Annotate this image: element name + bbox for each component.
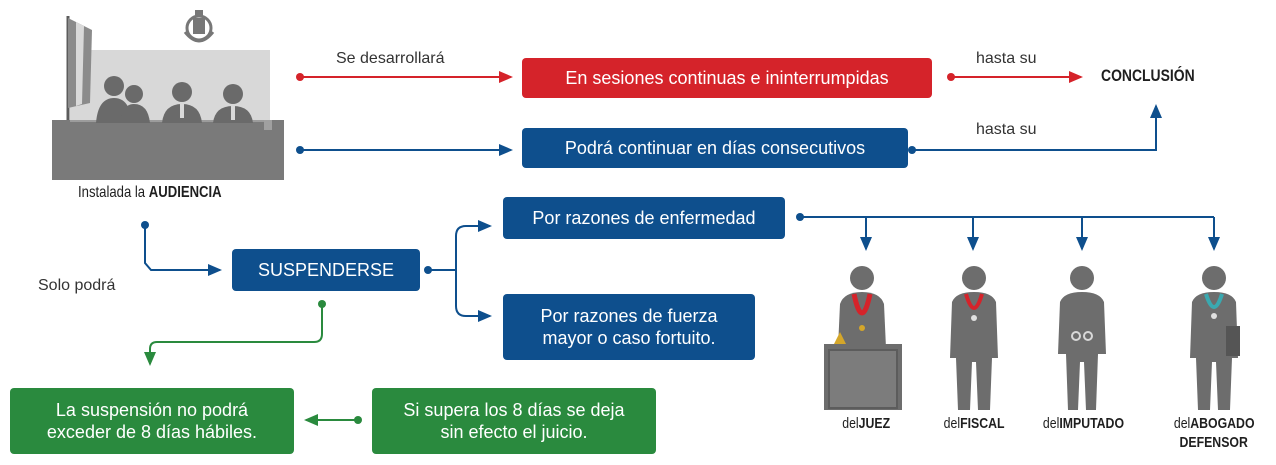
box-suspenderse: SUSPENDERSE: [232, 249, 420, 291]
suspension-limit-line-1: La suspensión no podrá: [55, 400, 249, 420]
role-defendant-label: delIMPUTADO: [1028, 414, 1138, 433]
arrow-to-consecutive-days: [296, 144, 513, 156]
box-suspension-limit: La suspensión no podrá exceder de 8 días…: [10, 388, 294, 454]
box-continuous-sessions: En sesiones continuas e ininterrumpidas: [522, 58, 932, 98]
arrow-to-roles: [796, 213, 1220, 251]
arrow-to-conclusion: [947, 71, 1083, 83]
role-prosecutor-label: delFISCAL: [919, 414, 1029, 433]
arrow-to-limit: [144, 300, 326, 366]
hearing-caption-bold: AUDIENCIA: [148, 184, 222, 201]
judge-silhouette-3: [213, 84, 253, 123]
label-se-desarrollara: Se desarrollará: [336, 50, 445, 67]
role-judge-name: JUEZ: [858, 415, 890, 432]
trial-void-line-1: Si supera los 8 días se deja: [403, 400, 625, 420]
role-prosecutor-prefix: del: [943, 415, 960, 432]
force-majeure-line-1: Por razones de fuerza: [540, 306, 718, 326]
seal-icon: [183, 10, 215, 43]
defendant-figure: [1058, 266, 1106, 410]
role-lawyer-name2: DEFENSOR: [1179, 434, 1249, 451]
bench-shape: [52, 120, 284, 180]
role-lawyer-prefix: del: [1173, 415, 1191, 432]
label-hasta-su-2: hasta su: [976, 121, 1037, 138]
arrow-consecutive-to-conclusion: [908, 104, 1162, 154]
force-majeure-line-2: mayor o caso fortuito.: [542, 328, 716, 348]
role-judge-label: delJUEZ: [811, 414, 921, 433]
hearing-caption: Instalada la AUDIENCIA: [78, 184, 222, 202]
role-judge-prefix: del: [842, 415, 859, 432]
prosecutor-figure: [950, 266, 998, 410]
arrow-void-to-limit: [304, 414, 362, 426]
arrow-to-suspend: [141, 221, 222, 276]
role-lawyer-label: delABOGADO DEFENSOR: [1159, 414, 1269, 452]
hearing-caption-prefix: Instalada la: [78, 184, 146, 201]
judge-figure: [824, 266, 902, 410]
role-defendant-prefix: del: [1042, 415, 1059, 432]
label-solo-podra: Solo podrá: [38, 277, 116, 294]
suspension-limit-line-2: exceder de 8 días hábiles.: [46, 422, 258, 442]
role-defendant-name: IMPUTADO: [1058, 415, 1124, 432]
judge-silhouette-2: [162, 82, 202, 123]
label-hasta-su-1: hasta su: [976, 50, 1037, 67]
arrow-to-reasons: [424, 220, 492, 322]
box-force-majeure: Por razones de fuerza mayor o caso fortu…: [503, 294, 755, 360]
flag-icon: [66, 16, 92, 120]
conclusion-label: CONCLUSIÓN: [1101, 66, 1195, 85]
judge-silhouette-1: [96, 76, 150, 123]
role-prosecutor-name: FISCAL: [959, 415, 1005, 432]
trial-void-line-2: sin efecto el juicio.: [440, 422, 588, 442]
arrow-to-continuous-sessions: [296, 71, 513, 83]
hearing-illustration: [52, 10, 284, 180]
box-illness: Por razones de enfermedad: [503, 197, 785, 239]
role-lawyer-name: ABOGADO: [1190, 415, 1255, 432]
box-trial-void: Si supera los 8 días se deja sin efecto …: [372, 388, 656, 454]
lawyer-figure: [1190, 266, 1240, 410]
box-consecutive-days: Podrá continuar en días consecutivos: [522, 128, 908, 168]
